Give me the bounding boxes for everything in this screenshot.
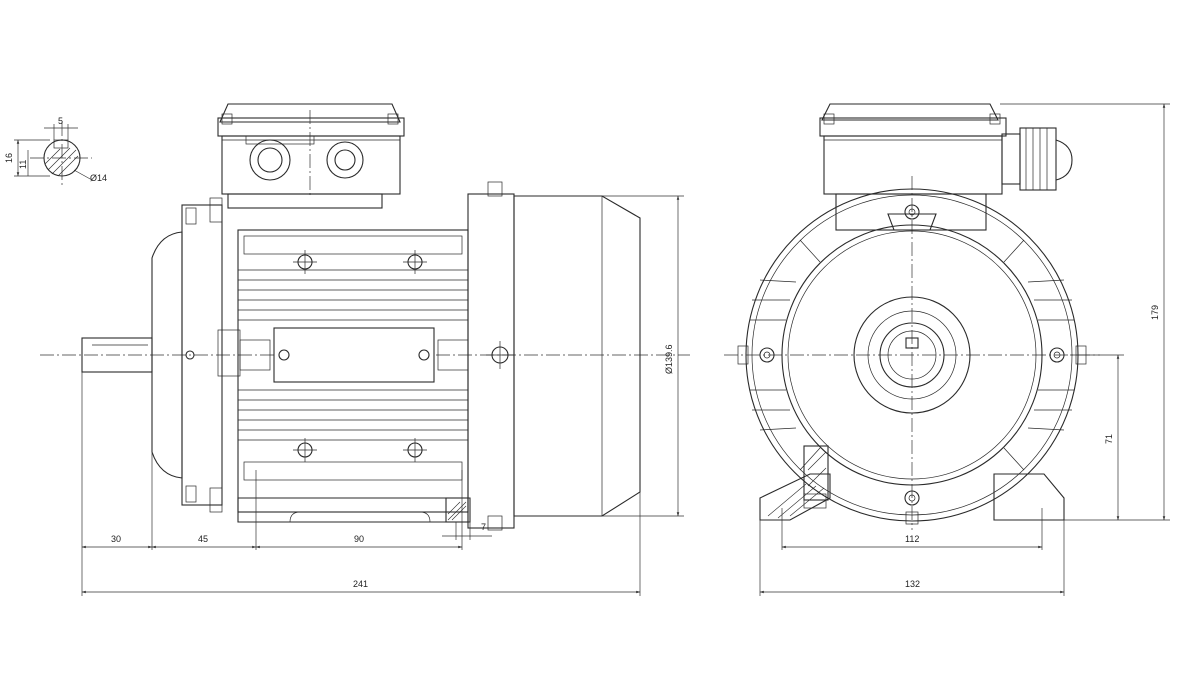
cable-gland-icon <box>1001 127 1073 191</box>
foot-width-label: 132 <box>905 579 920 589</box>
housing-diameter-label: Ø139.6 <box>664 344 674 374</box>
key-width-label: 5 <box>58 116 63 126</box>
front-foot-hole-spacing-label: 112 <box>905 534 919 544</box>
overall-length-label: 241 <box>353 579 368 589</box>
shaft-diameter-label: Ø14 <box>90 173 107 183</box>
shaft-key-detail: 5 16 11 Ø14 <box>4 116 107 185</box>
foot-hole-width-label: 7 <box>481 522 486 532</box>
housing-bolt-icons <box>278 250 430 462</box>
shaft-height-label: 16 <box>4 153 14 163</box>
shaft-center-height-label: 71 <box>1104 434 1114 444</box>
shoulder-to-foot-label: 45 <box>198 534 208 544</box>
key-depth-label: 11 <box>18 160 28 169</box>
overall-height-label: 179 <box>1150 305 1160 320</box>
shaft-length-label: 30 <box>111 534 121 544</box>
front-view: 112 132 179 71 <box>724 103 1170 596</box>
mounting-bolt-icons <box>737 204 1087 525</box>
side-view: 30 45 90 7 241 Ø139.6 <box>40 103 690 596</box>
foot-hole-spacing-label: 90 <box>354 534 364 544</box>
cooling-fins <box>750 239 1074 471</box>
